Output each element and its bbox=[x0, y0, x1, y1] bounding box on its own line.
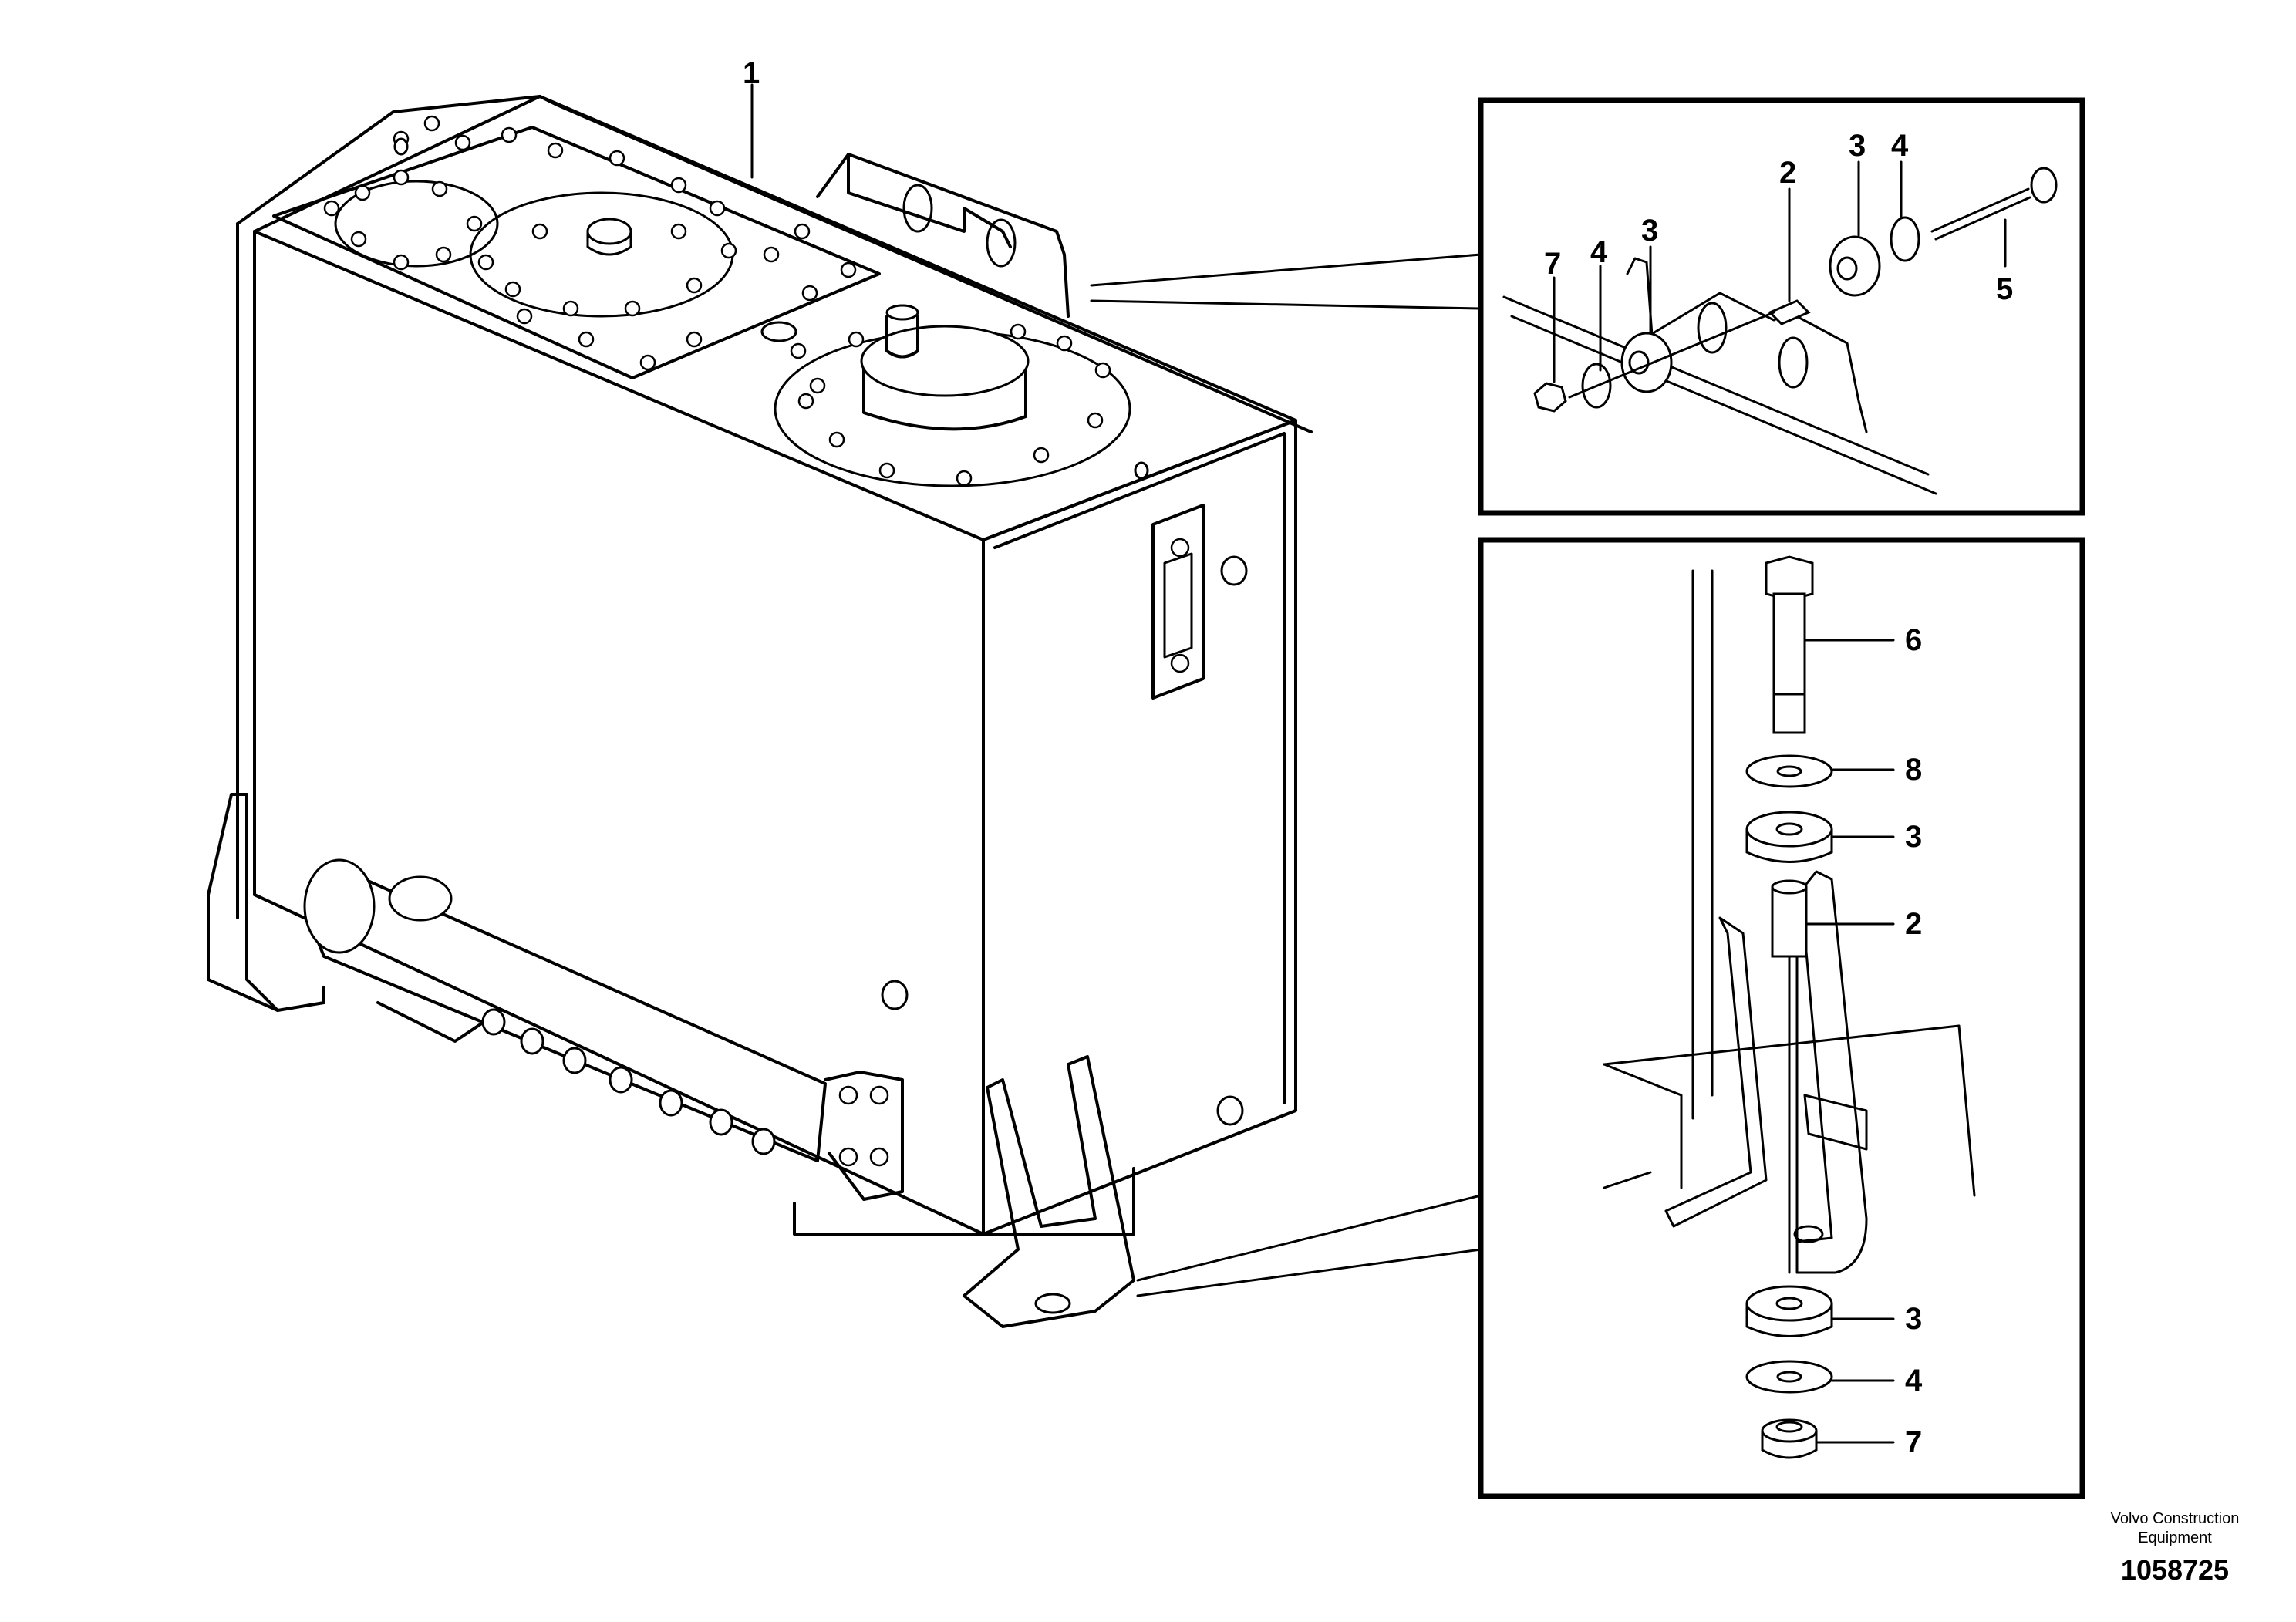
manifold-ports bbox=[481, 1008, 776, 1155]
figure-number: 1058725 bbox=[2121, 1554, 2229, 1586]
hydraulic-tank-illustration bbox=[207, 95, 1313, 1328]
callout-bottom-3b: 3 bbox=[1905, 1302, 1922, 1336]
top-bolts bbox=[323, 115, 1111, 487]
callout-bottom-4: 4 bbox=[1905, 1364, 1923, 1398]
credit-line-1: Volvo Construction bbox=[2111, 1510, 2240, 1527]
washer-rear-icon bbox=[1890, 216, 1920, 262]
top-detail-view: 7 4 3 2 3 4 5 bbox=[1478, 97, 2085, 516]
callout-bottom-2: 2 bbox=[1905, 907, 1922, 941]
callout-top-3a: 3 bbox=[1641, 214, 1658, 248]
sleeve-icon bbox=[1768, 299, 1811, 325]
callout-top-4b: 4 bbox=[1891, 129, 1909, 163]
top-detail-pointer bbox=[1090, 253, 1482, 310]
bolt-head-icon bbox=[2030, 167, 2058, 204]
bolt-shank bbox=[1930, 187, 2030, 233]
callout-top-2: 2 bbox=[1779, 156, 1796, 190]
bolt-head-icon bbox=[1765, 555, 1814, 602]
bottom-detail-view: 6 8 3 2 3 4 7 bbox=[1478, 537, 2085, 1499]
credit-line-2: Equipment bbox=[2138, 1529, 2212, 1546]
callout-top-3b: 3 bbox=[1849, 129, 1866, 163]
bottom-detail-pointer bbox=[1136, 1194, 1482, 1297]
callout-top-5: 5 bbox=[1996, 272, 2013, 306]
callout-bottom-3a: 3 bbox=[1905, 820, 1922, 854]
callout-bottom-7: 7 bbox=[1905, 1425, 1922, 1459]
nut-icon bbox=[1533, 382, 1567, 413]
bolt-shank bbox=[1772, 592, 1806, 734]
callout-top-4: 4 bbox=[1590, 235, 1608, 269]
callout-top-7: 7 bbox=[1544, 247, 1561, 281]
callout-1: 1 bbox=[743, 56, 760, 90]
callout-bottom-6: 6 bbox=[1905, 623, 1922, 657]
callout-bottom-8: 8 bbox=[1905, 753, 1922, 787]
sleeve-icon bbox=[1771, 885, 1808, 958]
